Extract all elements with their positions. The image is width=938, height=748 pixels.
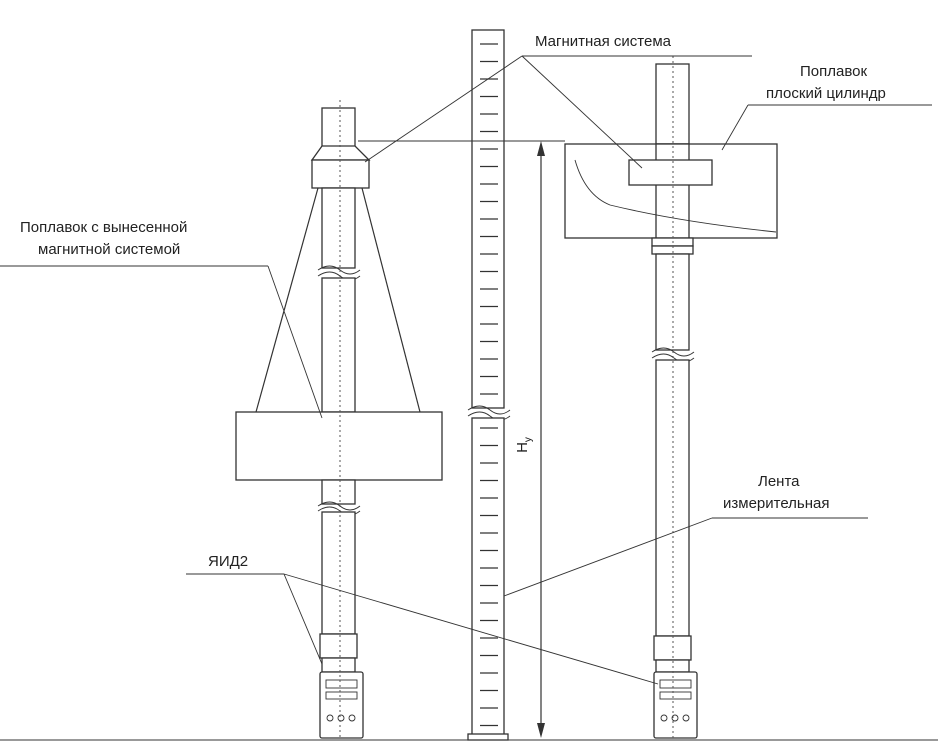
- left-magnet-collar-top: [310, 145, 371, 161]
- right-rod: [564, 56, 778, 740]
- sensor-leader-left: [283, 573, 323, 665]
- sensor-leader-right: [283, 573, 659, 685]
- flat-float-label-line2: плоский цилиндр: [766, 85, 886, 102]
- right-sensor-hole-1: [660, 714, 668, 722]
- left-rod: [235, 100, 443, 740]
- tape-label-line2: измерительная: [723, 495, 830, 512]
- left-float-box: [235, 411, 443, 481]
- right-sensor-slot-2: [659, 691, 692, 700]
- height-arrow-bottom: [537, 723, 545, 738]
- remote-float-leader: [267, 265, 323, 419]
- tape-ticks: [480, 43, 498, 727]
- tape-base: [467, 733, 509, 741]
- left-sensor-slot-1: [325, 679, 358, 689]
- right-rod-top-segment: [655, 63, 690, 145]
- left-magnetic-system: [311, 159, 370, 189]
- left-sensor-body: [319, 671, 364, 739]
- height-dimension: Ну: [0, 140, 938, 741]
- right-float-curve: [574, 159, 777, 233]
- flat-float-label-line1: Поплавок: [800, 63, 867, 80]
- right-sensor-body: [653, 671, 698, 739]
- right-sensor-hole-2: [671, 714, 679, 722]
- left-rod-top-segment: [321, 107, 356, 149]
- left-sensor-hole-1: [326, 714, 334, 722]
- left-rod-segment-2: [321, 187, 356, 269]
- magnetic-system-leader-right: [521, 55, 643, 169]
- left-sensor-hole-3: [348, 714, 356, 722]
- sensor-label: ЯИД2: [208, 553, 248, 570]
- left-suspension-line-left: [255, 187, 319, 413]
- tape-break-1: [467, 405, 511, 415]
- tape-leader: [503, 517, 713, 597]
- right-sensor-slot-1: [659, 679, 692, 689]
- left-sensor-neck: [321, 657, 356, 673]
- remote-float-label-line2: магнитной системой: [38, 241, 180, 258]
- flat-float-leader: [721, 104, 749, 151]
- magnetic-system-leader-left: [364, 55, 523, 163]
- right-rod-break-1: [651, 347, 695, 357]
- right-magnetic-system: [628, 159, 713, 186]
- right-sensor-hole-3: [682, 714, 690, 722]
- left-rod-segment-4: [321, 479, 356, 505]
- remote-float-label-line1: Поплавок с вынесенной: [20, 219, 187, 236]
- measuring-tape: [467, 29, 511, 741]
- left-sensor-hole-2: [337, 714, 345, 722]
- left-sensor-collar: [319, 633, 358, 659]
- magnetic-system-label: Магнитная система: [535, 33, 672, 50]
- left-suspension-line-right: [361, 187, 421, 413]
- tape-lower-section: [471, 417, 505, 737]
- tape-label-line1: Лента: [758, 473, 800, 490]
- height-arrow-top: [537, 141, 545, 156]
- callouts: Магнитная система Поплавок плоский цилин…: [0, 33, 932, 685]
- left-rod-segment-5: [321, 511, 356, 635]
- height-label: Ну: [514, 437, 534, 453]
- left-rod-segment-3: [321, 277, 356, 413]
- left-sensor-slot-2: [325, 691, 358, 700]
